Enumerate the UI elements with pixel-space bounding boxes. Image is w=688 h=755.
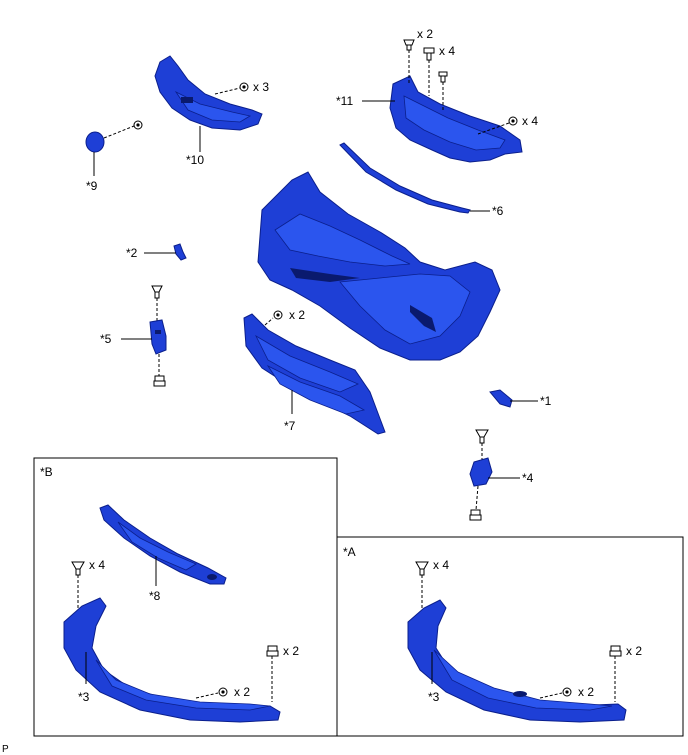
boxb-bottom-clip-icon (218, 687, 228, 697)
callout-6: *6 (492, 204, 504, 218)
bracket-top-bolt-qty: x 4 (439, 44, 455, 58)
upper-grille-part (154, 55, 263, 131)
boxb-lower-spoiler-part (63, 597, 281, 723)
small-bracket-part (173, 243, 187, 261)
front-bumper-cover-part (257, 171, 501, 361)
lower-grille-clip-leader (264, 317, 274, 326)
bracket-side-clip-leader (477, 122, 510, 135)
callout-7: *7 (284, 419, 296, 433)
upper-bracket-part (389, 75, 523, 163)
side-bracket-bolt-icon (469, 509, 482, 521)
inset-box-a (336, 536, 684, 737)
side-bracket-clip-icon (475, 429, 489, 444)
molding-strip-part (339, 142, 471, 214)
boxb-grille-part (99, 504, 227, 585)
side-retainer-bolt-icon (153, 375, 166, 387)
callout-5: *5 (100, 332, 112, 346)
boxb-top-clip-icon (71, 561, 85, 576)
inset-b-label: *B (40, 465, 53, 479)
boxa-right-clip-qty: x 2 (626, 644, 642, 658)
boxb-bottom-clip-leader (195, 692, 219, 699)
callout-4: *4 (522, 471, 534, 485)
callout-3-a: *3 (428, 690, 440, 704)
inset-a-label: *A (343, 545, 356, 559)
boxa-top-clip-icon (415, 561, 429, 576)
callout-1: *1 (540, 394, 552, 408)
emblem-part (85, 131, 105, 153)
emblem-clip-icon (133, 120, 143, 130)
side-retainer-clip-icon (151, 285, 163, 299)
boxb-right-clip-icon (266, 645, 279, 657)
callout-9: *9 (86, 179, 98, 193)
grille-clip-leader (214, 87, 241, 95)
bracket-top-bolt-icon (423, 47, 435, 61)
lower-grille-clip-icon (273, 310, 283, 320)
lower-grille-part (243, 313, 386, 435)
bracket-side-clip-qty: x 4 (522, 114, 538, 128)
boxb-top-clip-qty: x 4 (89, 558, 105, 572)
side-bracket-part (469, 457, 493, 487)
lower-grille-clip-qty: x 2 (289, 308, 305, 322)
boxa-bottom-clip-qty: x 2 (578, 685, 594, 699)
callout-3-b: *3 (78, 690, 90, 704)
boxa-bottom-clip-leader (539, 692, 563, 699)
boxa-top-clip-qty: x 4 (433, 558, 449, 572)
emblem-clip-leader (103, 125, 135, 139)
bracket-bolt-icon (438, 71, 448, 83)
callout-8: *8 (149, 589, 161, 603)
grille-clip-qty: x 3 (253, 80, 269, 94)
grille-clip-icon (239, 82, 249, 92)
bracket-side-clip-icon (508, 116, 518, 126)
small-cover-part (489, 389, 513, 408)
side-bracket-bottom-leader (475, 485, 479, 511)
footer-mark: P (2, 744, 9, 755)
callout-2: *2 (126, 246, 138, 260)
bracket-top-clip-qty: x 2 (417, 27, 433, 41)
bracket-top-clip-icon (403, 39, 415, 51)
boxb-bottom-clip-qty: x 2 (234, 685, 250, 699)
boxa-lower-spoiler-part (407, 599, 627, 723)
boxb-right-clip-qty: x 2 (283, 644, 299, 658)
boxa-bottom-clip-icon (562, 687, 572, 697)
boxa-right-clip-icon (609, 645, 622, 657)
callout-10: *10 (186, 153, 204, 167)
callout-11: *11 (336, 94, 353, 108)
side-retainer-part (149, 319, 167, 355)
